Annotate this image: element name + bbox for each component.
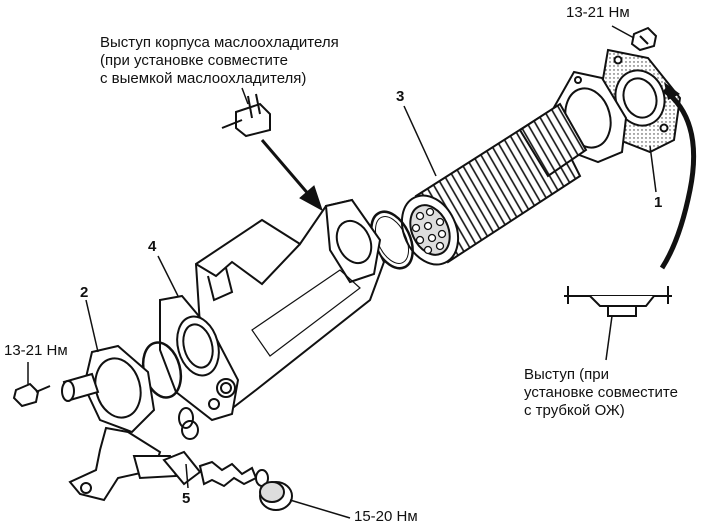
housing-boss-detail	[221, 93, 271, 138]
tube-flange-detail	[564, 286, 672, 317]
part-number-3: 3	[396, 88, 405, 105]
leader-torque-top-right	[611, 25, 635, 39]
part-number-2: 2	[80, 284, 89, 301]
part-number-4: 4	[148, 238, 157, 255]
leader-part-1	[649, 145, 657, 193]
alignment-arrow	[260, 139, 323, 212]
tube-note-line-1: Выступ (при	[524, 366, 609, 383]
part-4-housing	[159, 198, 386, 422]
boss-note-line-3: с выемкой маслоохладителя)	[100, 70, 307, 87]
tube-note-line-3: с трубкой ОЖ)	[524, 402, 625, 419]
leader-part-2	[85, 299, 99, 353]
curved-arrow-head	[664, 82, 680, 100]
torque-label-left: 13-21 Нм	[4, 342, 68, 359]
part-1-gasket-flange	[546, 48, 682, 164]
torque-label-top-right: 13-21 Нм	[566, 4, 630, 21]
part-2-cover-pipe	[61, 344, 178, 502]
part-number-1: 1	[654, 194, 663, 211]
bolt-top-right	[630, 26, 658, 52]
curved-arrow-to-tube-detail	[659, 88, 697, 270]
leader-tube-note	[605, 315, 613, 361]
boss-note-line-2: (при установке совместите	[100, 52, 288, 69]
torque-label-bottom: 15-20 Нм	[354, 508, 418, 525]
bolt-left	[12, 382, 51, 408]
leader-part-5	[185, 463, 189, 489]
part-3-cooler-core	[400, 102, 588, 266]
leader-part-4	[157, 255, 179, 297]
boss-note-line-1: Выступ корпуса маслоохладителя	[100, 34, 339, 51]
part-5-valve-spring	[162, 450, 269, 488]
leader-torque-bottom	[289, 499, 351, 519]
drain-plug	[259, 481, 293, 511]
leader-part-3	[403, 105, 437, 177]
tube-note-line-2: установке совместите	[524, 384, 678, 401]
part-number-5: 5	[182, 490, 191, 507]
leader-boss-note	[241, 87, 249, 105]
